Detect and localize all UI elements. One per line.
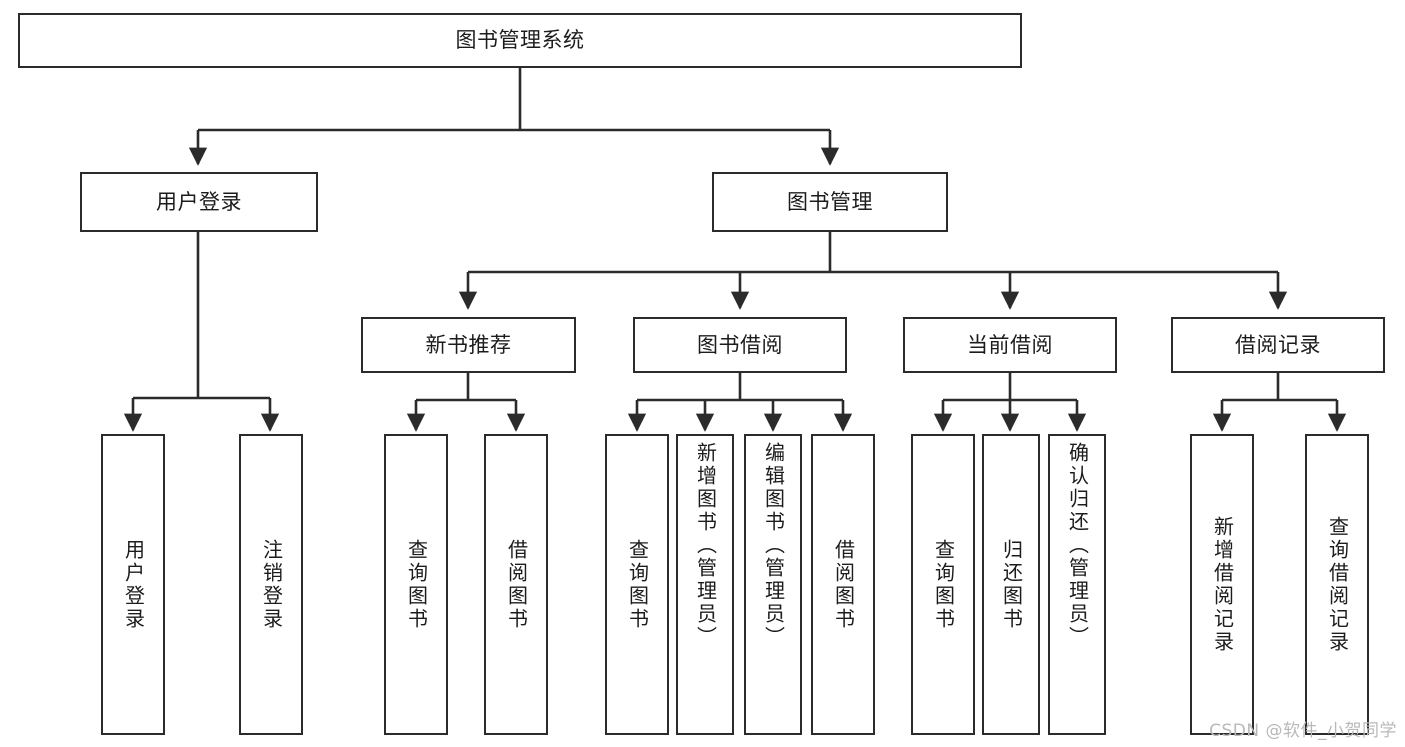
leaf-borrow-query-book-label: 查询图书 <box>625 538 650 631</box>
leaf-user-logout[interactable]: 注销登录 <box>239 434 303 735</box>
leaf-add-book-admin-label: 新增图书（管理员） <box>693 442 718 649</box>
leaf-add-borrow-record[interactable]: 新增借阅记录 <box>1190 434 1254 735</box>
leaf-add-book-admin[interactable]: 新增图书（管理员） <box>676 434 734 735</box>
csdn-watermark: CSDN @软件_小贺同学 <box>1209 721 1397 741</box>
node-user-login-label: 用户登录 <box>156 189 242 214</box>
node-current-borrow[interactable]: 当前借阅 <box>903 317 1117 373</box>
leaf-confirm-return-admin-label: 确认归还（管理员） <box>1065 442 1090 649</box>
leaf-edit-book-admin[interactable]: 编辑图书（管理员） <box>744 434 802 735</box>
leaf-current-query-book[interactable]: 查询图书 <box>911 434 975 735</box>
leaf-new-book-query[interactable]: 查询图书 <box>384 434 448 735</box>
leaf-edit-book-admin-label: 编辑图书（管理员） <box>761 442 786 649</box>
leaf-query-borrow-record-label: 查询借阅记录 <box>1325 515 1350 654</box>
leaf-borrow-book[interactable]: 借阅图书 <box>811 434 875 735</box>
node-borrow-record[interactable]: 借阅记录 <box>1171 317 1385 373</box>
leaf-add-borrow-record-label: 新增借阅记录 <box>1210 515 1235 654</box>
node-book-borrow-label: 图书借阅 <box>697 332 783 357</box>
leaf-user-login[interactable]: 用户登录 <box>101 434 165 735</box>
leaf-current-query-book-label: 查询图书 <box>931 538 956 631</box>
leaf-query-borrow-record[interactable]: 查询借阅记录 <box>1305 434 1369 735</box>
node-new-book-recommend[interactable]: 新书推荐 <box>361 317 576 373</box>
node-book-management-label: 图书管理 <box>787 189 873 214</box>
node-root-book-management-system[interactable]: 图书管理系统 <box>18 13 1022 68</box>
leaf-new-book-query-label: 查询图书 <box>404 538 429 631</box>
node-book-management[interactable]: 图书管理 <box>712 172 948 232</box>
leaf-borrow-query-book[interactable]: 查询图书 <box>605 434 669 735</box>
leaf-user-logout-label: 注销登录 <box>259 538 284 631</box>
leaf-return-book[interactable]: 归还图书 <box>982 434 1040 735</box>
node-borrow-record-label: 借阅记录 <box>1235 332 1321 357</box>
leaf-new-book-borrow-label: 借阅图书 <box>504 538 529 631</box>
leaf-new-book-borrow[interactable]: 借阅图书 <box>484 434 548 735</box>
leaf-user-login-label: 用户登录 <box>121 538 146 631</box>
node-root-label: 图书管理系统 <box>455 28 585 53</box>
leaf-confirm-return-admin[interactable]: 确认归还（管理员） <box>1048 434 1106 735</box>
node-current-borrow-label: 当前借阅 <box>967 332 1053 357</box>
node-book-borrow[interactable]: 图书借阅 <box>633 317 847 373</box>
node-user-login[interactable]: 用户登录 <box>80 172 318 232</box>
node-new-book-recommend-label: 新书推荐 <box>425 332 512 357</box>
leaf-borrow-book-label: 借阅图书 <box>831 538 856 631</box>
leaf-return-book-label: 归还图书 <box>999 538 1024 631</box>
